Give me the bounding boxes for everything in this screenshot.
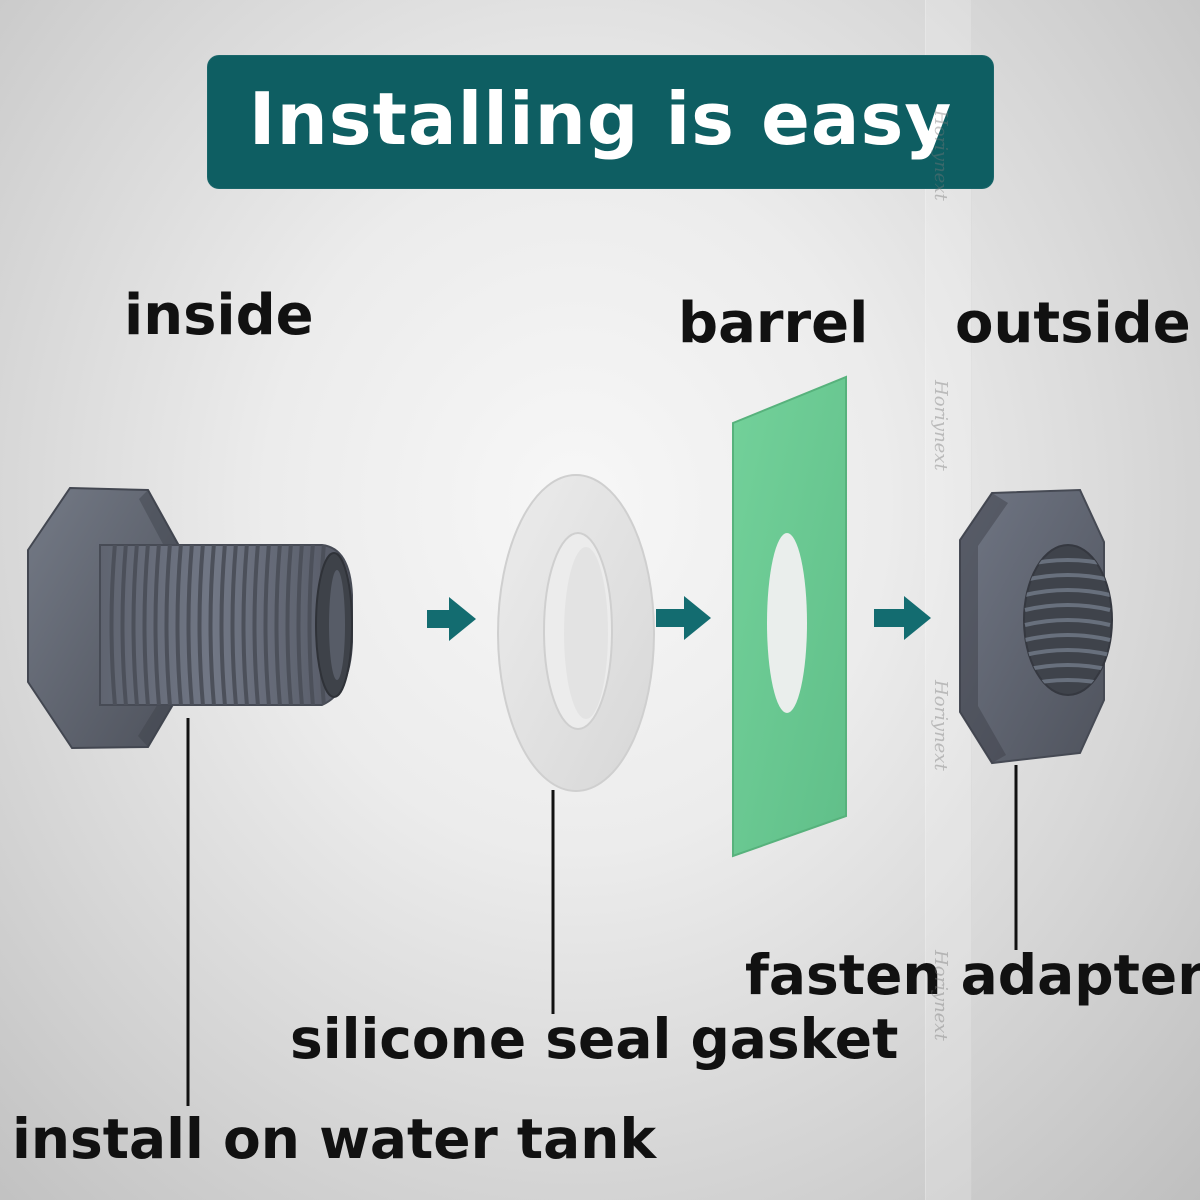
nut-side-face — [960, 493, 1008, 763]
right-arrow-icon-2 — [656, 596, 711, 640]
fitting-end-opening-inner — [329, 570, 345, 680]
gasket-ring-icon — [497, 474, 655, 792]
threaded-fitting-icon — [27, 486, 353, 750]
fasten-adapter-label: fasten adapter — [745, 943, 1200, 1007]
barrel-panel-icon — [732, 375, 847, 858]
barrel-label: barrel — [678, 291, 869, 356]
inside-label: inside — [124, 283, 314, 348]
hex-nut-icon — [959, 488, 1113, 765]
gasket-inner-shadow — [564, 547, 608, 719]
fitting-thread-lines — [109, 545, 326, 705]
page-title: Installing is easy — [248, 77, 953, 161]
install-on-water-tank-label: install on water tank — [12, 1107, 657, 1171]
right-arrow-icon-3 — [874, 596, 931, 640]
fitting-threaded-body — [99, 544, 353, 706]
title-banner: Installing is easy — [207, 55, 994, 189]
outside-label: outside — [955, 291, 1191, 356]
silicone-seal-gasket-label: silicone seal gasket — [290, 1007, 899, 1071]
right-arrow-icon-1 — [427, 597, 476, 641]
barrel-hole — [767, 533, 807, 713]
